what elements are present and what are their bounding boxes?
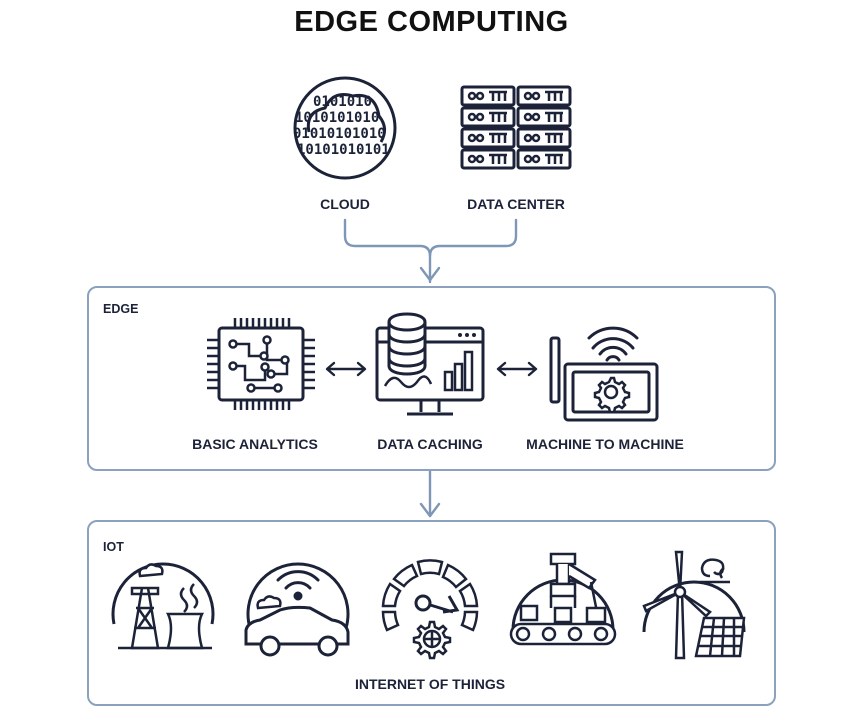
cloud-label: CLOUD (320, 196, 370, 212)
datacenter-connector-line (428, 218, 518, 258)
cpu-chip-icon (207, 318, 315, 410)
cloud-connector-line (343, 218, 432, 284)
bidirectional-arrow-icon (496, 361, 538, 377)
server-rack-icon (460, 85, 572, 170)
database-monitor-icon (375, 312, 485, 416)
datacenter-label: DATA CENTER (467, 196, 565, 212)
edge-item-label: DATA CACHING (377, 436, 483, 452)
edge-panel-label: EDGE (103, 302, 139, 316)
iot-panel-label: IOT (103, 540, 124, 554)
power-plant-icon (111, 562, 215, 650)
gauge-gear-icon (381, 559, 479, 660)
down-arrow-to-iot (419, 502, 441, 518)
robotic-assembly-icon (509, 552, 617, 646)
bidirectional-arrow-icon (325, 361, 367, 377)
svg-text:10101010101: 10101010101 (297, 142, 390, 158)
cloud-icon: 0101010 1010101010 01010101010 101010101… (293, 76, 397, 180)
connected-car-icon (244, 562, 350, 657)
edge-panel: EDGE (87, 286, 776, 471)
page-title: EDGE COMPUTING (294, 6, 569, 38)
renewable-energy-icon (642, 550, 746, 660)
svg-text:01010101010: 01010101010 (293, 126, 386, 142)
down-arrow-to-edge (419, 266, 441, 282)
svg-text:0101010: 0101010 (313, 94, 372, 110)
iot-caption: INTERNET OF THINGS (354, 676, 506, 692)
wireless-device-gear-icon (549, 326, 659, 422)
svg-text:1010101010: 1010101010 (295, 110, 379, 126)
iot-panel: IOT (87, 520, 776, 706)
edge-item-label: MACHINE TO MACHINE (526, 436, 684, 452)
edge-item-label: BASIC ANALYTICS (192, 436, 318, 452)
